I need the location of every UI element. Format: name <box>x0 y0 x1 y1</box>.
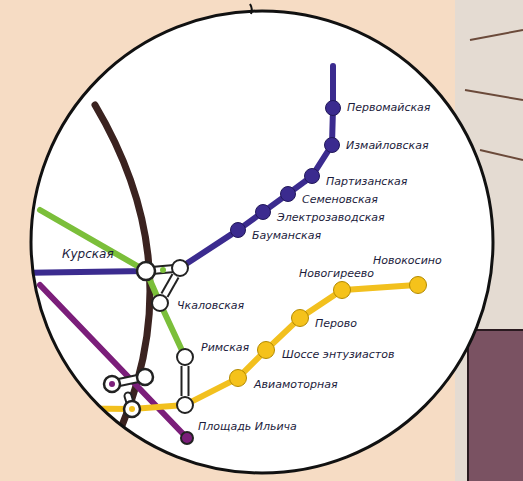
line-segment-group <box>188 234 232 263</box>
line-segment-group <box>164 276 175 295</box>
mauve-object <box>468 330 523 481</box>
line-segment-group <box>244 217 256 226</box>
metro-line-segment <box>269 199 281 208</box>
line-segment-group <box>193 382 230 401</box>
interchange-station: Площадь Ильича <box>176 396 194 414</box>
station-label: Бауманская <box>252 229 321 242</box>
station-dot: Перово <box>291 309 309 327</box>
line-segment-group <box>164 311 181 349</box>
station-dot: Электрозаводская <box>255 204 271 220</box>
station-dot <box>160 267 166 273</box>
station-dot: Шоссе энтузиастов <box>257 341 275 359</box>
ring-line <box>95 105 150 480</box>
interchange-circle <box>137 369 153 385</box>
station-dot: Первомайская <box>325 100 341 116</box>
line-segment-group <box>351 286 409 290</box>
line-segment-group <box>244 356 259 371</box>
metro-line-segment <box>273 324 294 344</box>
line-segment-group <box>294 181 305 189</box>
line-segment-group <box>316 152 327 170</box>
station-dot: Измайловская <box>324 137 340 153</box>
metro-line-segment <box>164 311 181 349</box>
metro-line-segment <box>307 295 334 313</box>
transfer-passage-inner <box>183 366 188 396</box>
station-label: Шоссе энтузиастов <box>282 348 394 361</box>
station-label: Семеновская <box>302 193 378 206</box>
transfer-passage-inner <box>164 276 175 295</box>
metro-line-segment <box>351 286 409 290</box>
station-label: Новокосино <box>373 254 442 267</box>
station-label: Перово <box>315 317 357 330</box>
station-dot <box>129 406 135 412</box>
station-dot: Партизанская <box>304 168 320 184</box>
station-label: Новогиреево <box>299 267 374 280</box>
metro-line-segment <box>329 116 336 137</box>
interchange-station: Курская <box>171 259 189 277</box>
station-label: Электрозаводская <box>277 211 385 224</box>
metro-line-segment <box>316 152 327 170</box>
metro-line-segment <box>294 181 305 189</box>
metro-line-segment <box>188 234 232 263</box>
station-dot <box>181 432 193 444</box>
line-segment-group <box>332 116 334 137</box>
station-dot <box>109 381 115 387</box>
station-dot: Новокосино <box>409 276 427 294</box>
metro-line-segment <box>193 382 230 401</box>
line-segment-group <box>269 199 281 208</box>
line-segment-group <box>307 295 334 313</box>
line-segment-group <box>185 366 186 396</box>
station-label: Площадь Ильича <box>198 420 297 433</box>
interchange-circle <box>124 401 140 417</box>
station-label: Первомайская <box>347 101 430 114</box>
interchange-station: Чкаловская <box>151 294 169 312</box>
interchange-circle <box>104 376 120 392</box>
station-label: Чкаловская <box>177 299 244 312</box>
interchange-circle <box>137 262 155 280</box>
station-dot: Семеновская <box>280 186 296 202</box>
violet-line <box>40 285 187 438</box>
station-dot: Бауманская <box>230 222 246 238</box>
interchange-station: Римская <box>176 348 194 366</box>
sketch-strokes <box>465 30 523 160</box>
metro-line-segment <box>244 356 259 371</box>
transfer-passage <box>164 276 175 295</box>
station-label: Партизанская <box>326 175 407 188</box>
green-line-north <box>40 210 160 303</box>
station-dot: Новогиреево <box>333 281 351 299</box>
line-segment-group <box>273 324 294 344</box>
rim-tick <box>250 4 252 14</box>
station-label: Авиамоторная <box>254 378 338 391</box>
station-label: Римская <box>201 341 249 354</box>
station-dot: Авиамоторная <box>229 369 247 387</box>
metro-line-segment <box>244 217 256 226</box>
transfer-passage <box>181 366 190 396</box>
magnifier-lens <box>31 11 493 473</box>
station-label: Измайловская <box>346 139 429 152</box>
lens-rim <box>31 11 493 473</box>
station-label: Курская <box>62 248 114 261</box>
